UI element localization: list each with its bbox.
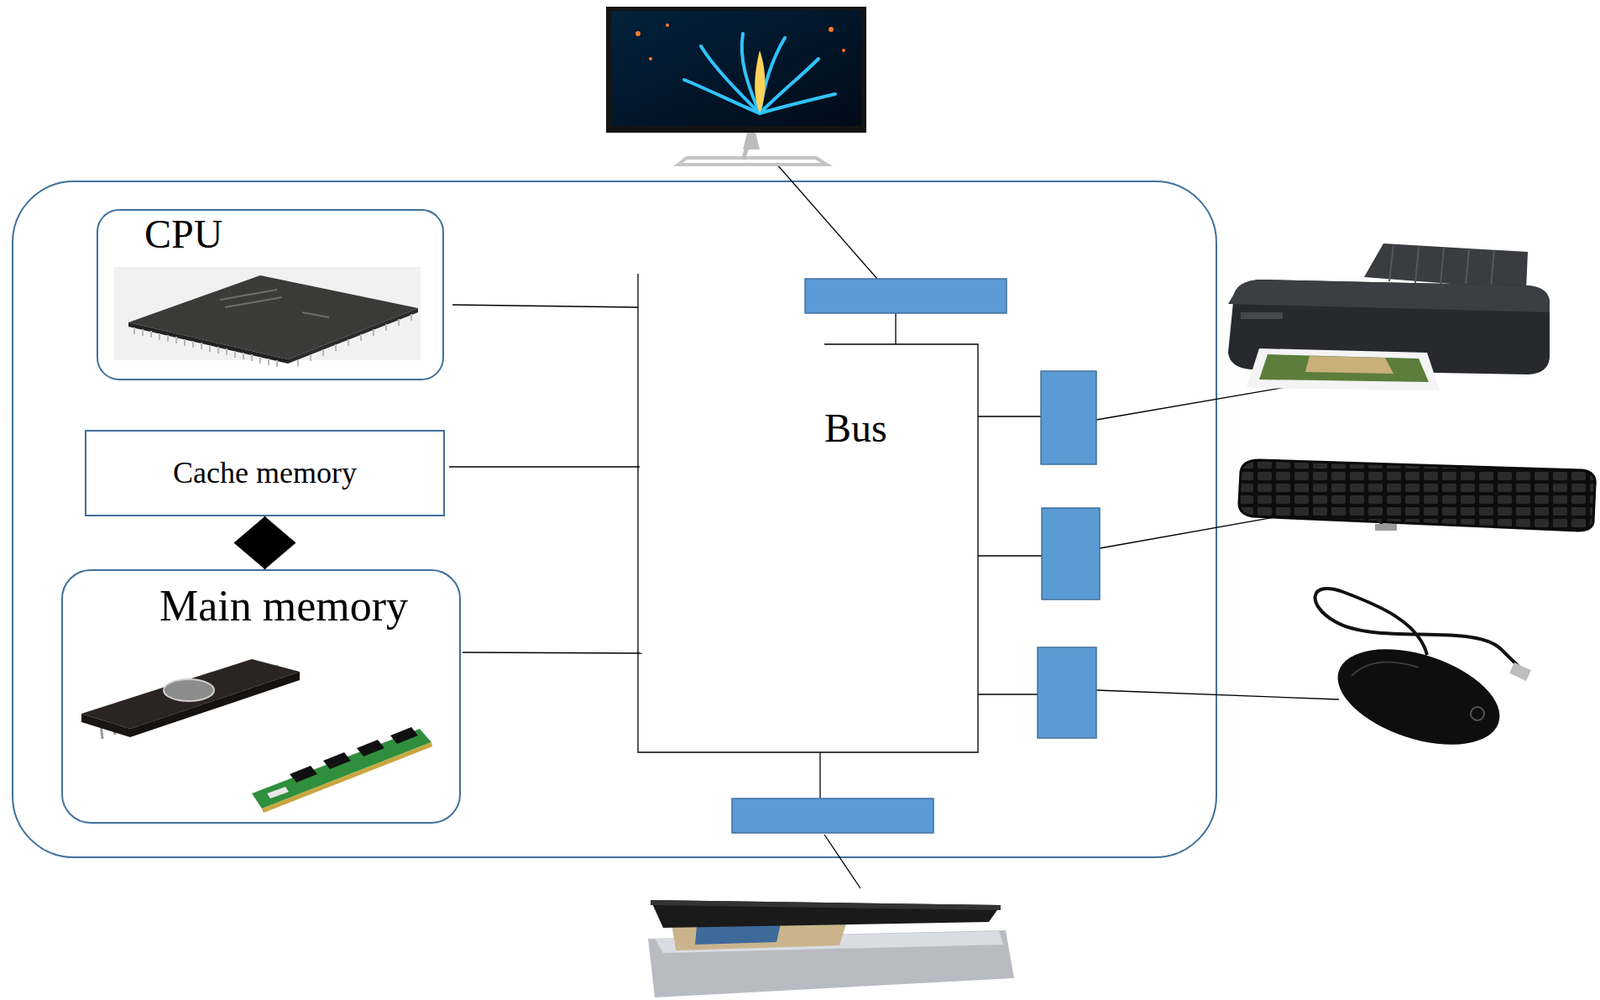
eprom-chip: [81, 658, 300, 739]
label-holder: Bus: [824, 404, 888, 451]
composition-connector: [234, 516, 297, 570]
bus-label: Bus: [824, 404, 888, 451]
node-text: CPU: [144, 210, 223, 257]
io-controller: [732, 278, 1100, 833]
keyboard: [1239, 460, 1595, 531]
ram-module: [251, 726, 433, 813]
node-text: Cache memory: [172, 455, 357, 491]
node-text: Main memory: [159, 580, 408, 632]
monitor: [606, 6, 867, 165]
bus-lines: [449, 162, 1339, 889]
memory-box: Main memory: [61, 569, 461, 824]
printer: [1228, 243, 1550, 391]
cache-box: Cache memory: [84, 429, 445, 517]
mouse: [1315, 588, 1532, 764]
scanner: [648, 899, 1015, 998]
cpu-chip: [114, 266, 421, 367]
cpu-box: CPU: [96, 209, 445, 381]
system-boundary: [12, 181, 1217, 858]
